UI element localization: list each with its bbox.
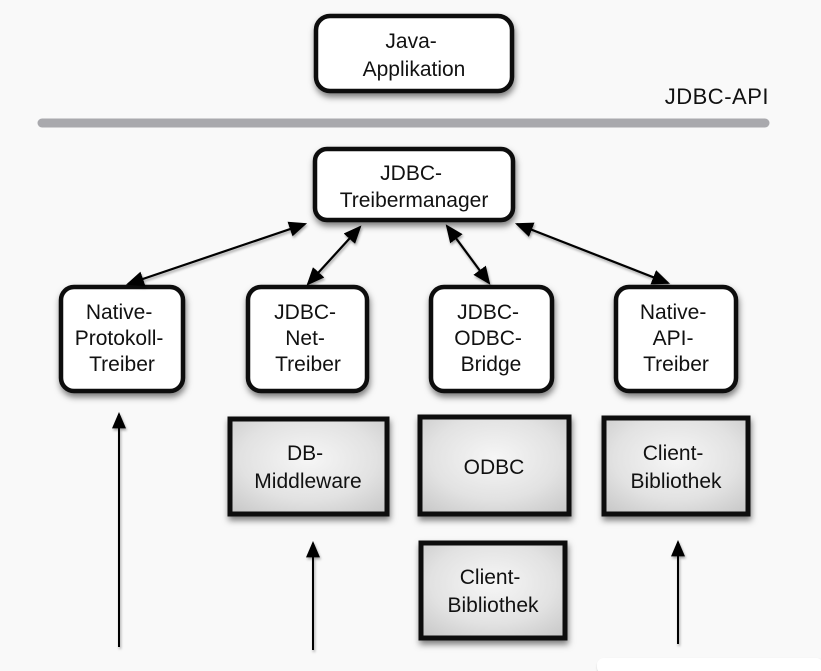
jdbc-odbc-bridge-label: JDBC- ODBC- Bridge xyxy=(454,301,528,376)
client-bibliothek-middle-label: Client- Bibliothek xyxy=(447,566,539,617)
java-applikation-label: Java- Applikation xyxy=(363,30,466,81)
client-bibliothek-right-label: Client- Bibliothek xyxy=(630,442,722,493)
client-bibliothek-middle-box xyxy=(418,540,568,641)
connector-arrows xyxy=(125,221,671,287)
odbc-box xyxy=(417,414,572,517)
partial-box-bottom-right xyxy=(597,658,821,671)
native-protokoll-treiber-label: Native- Protokoll- Treiber xyxy=(75,301,170,376)
node-jdbc-odbc-bridge: JDBC- ODBC- Bridge xyxy=(428,284,555,394)
node-java-applikation: Java- Applikation xyxy=(313,13,515,94)
node-odbc: ODBC xyxy=(417,414,572,517)
client-bibliothek-right-box xyxy=(601,415,751,517)
native-protokoll-treiber-box xyxy=(58,284,186,394)
odbc-label: ODBC xyxy=(464,456,525,479)
node-native-protokoll-treiber: Native- Protokoll- Treiber xyxy=(58,284,186,394)
db-middleware-box xyxy=(227,416,390,517)
db-middleware-label: DB- Middleware xyxy=(254,442,361,493)
jdbc-api-label: JDBC-API xyxy=(665,84,769,109)
upward-arrows xyxy=(112,411,685,650)
node-jdbc-net-treiber: JDBC- Net- Treiber xyxy=(245,284,370,394)
arrow-treibermanager-native-protokoll xyxy=(125,221,308,287)
node-jdbc-treibermanager: JDBC- Treibermanager xyxy=(312,146,516,223)
native-api-treiber-box xyxy=(613,284,739,394)
jdbc-treibermanager-label: JDBC- Treibermanager xyxy=(340,162,489,212)
jdbc-net-treiber-label: JDBC- Net- Treiber xyxy=(274,301,342,376)
arrow-treibermanager-jdbc-odbc xyxy=(445,224,491,285)
jdbc-treibermanager-box xyxy=(312,146,516,223)
jdbc-net-treiber-box xyxy=(245,284,370,394)
java-applikation-box xyxy=(313,13,515,94)
node-client-bibliothek-right: Client- Bibliothek xyxy=(601,415,751,517)
node-db-middleware: DB- Middleware xyxy=(227,416,390,517)
arrow-treibermanager-jdbc-net xyxy=(306,225,362,286)
node-client-bibliothek-middle: Client- Bibliothek xyxy=(418,540,568,641)
node-native-api-treiber: Native- API- Treiber xyxy=(613,284,739,394)
arrow-treibermanager-native-api xyxy=(514,222,671,285)
jdbc-odbc-bridge-box xyxy=(428,284,555,394)
native-api-treiber-label: Native- API- Treiber xyxy=(640,301,712,376)
